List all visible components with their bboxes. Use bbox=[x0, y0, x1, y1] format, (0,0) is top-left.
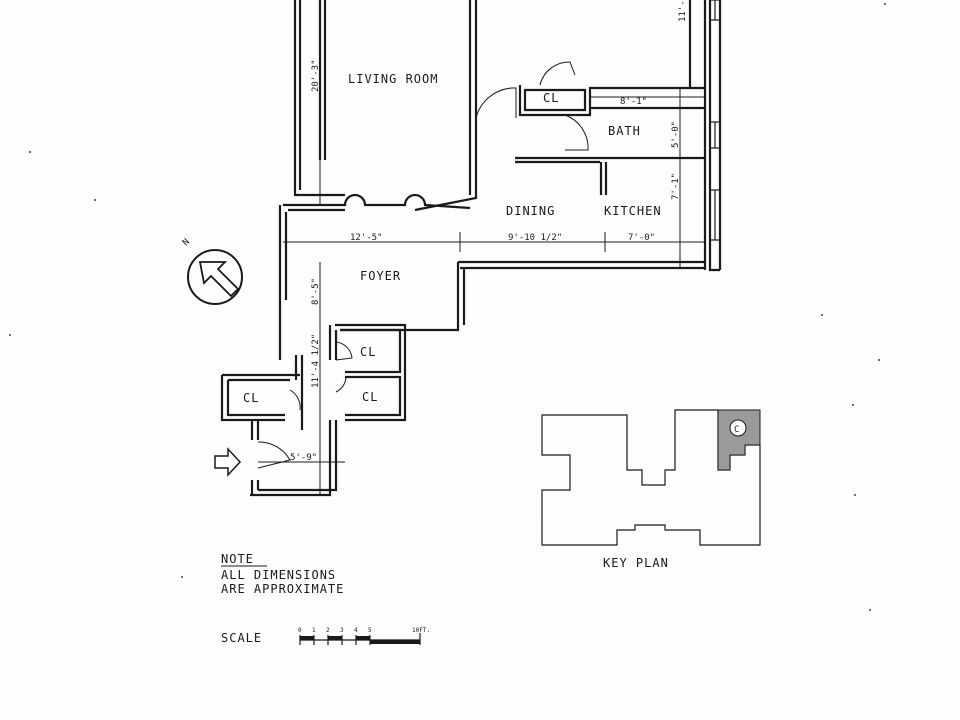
scale-tick-0: 0 bbox=[298, 627, 302, 634]
dim-foyer-length: 8'-5" bbox=[311, 278, 321, 305]
dim-top-right: 11'-1" bbox=[678, 0, 688, 22]
scale-tick-2: 2 bbox=[326, 627, 330, 634]
key-plan-unit-highlight bbox=[717, 409, 761, 471]
scan-specks bbox=[9, 3, 886, 611]
note-line2: ARE APPROXIMATE bbox=[221, 582, 344, 596]
key-plan-unit-marker: C bbox=[734, 425, 739, 435]
scale-tick-5: 5 bbox=[368, 627, 372, 634]
entry-arrow-icon bbox=[214, 447, 242, 477]
label-kitchen: KITCHEN bbox=[604, 204, 662, 218]
dim-hall-length: 11'-4 1/2" bbox=[311, 334, 321, 388]
scale-tick-1: 1 bbox=[312, 627, 316, 634]
note-heading: NOTE bbox=[221, 552, 254, 566]
dim-kitchen-width: 7'-0" bbox=[628, 233, 655, 243]
label-bath: BATH bbox=[608, 124, 641, 138]
apartment-walls bbox=[220, 0, 722, 497]
scale-label: SCALE bbox=[221, 631, 262, 645]
dim-bath-length: 5'-0" bbox=[671, 121, 681, 148]
scale-tick-4: 4 bbox=[354, 627, 358, 634]
windows bbox=[709, 0, 721, 241]
dim-living-width: 12'-5" bbox=[350, 233, 383, 243]
doors bbox=[257, 61, 589, 469]
note-line1: ALL DIMENSIONS bbox=[221, 568, 336, 582]
note-block: NOTE ALL DIMENSIONS ARE APPROXIMATE bbox=[221, 552, 344, 596]
label-closet-upper: CL bbox=[360, 345, 376, 359]
scale-tick-3: 3 bbox=[340, 627, 344, 634]
north-arrow-icon bbox=[198, 261, 240, 298]
label-foyer: FOYER bbox=[360, 269, 401, 283]
label-dining: DINING bbox=[506, 204, 555, 218]
label-closet-top: CL bbox=[543, 91, 559, 105]
scale-bar: SCALE 0 1 2 3 4 5 10FT. bbox=[221, 627, 430, 645]
dim-dining-width: 9'-10 1/2" bbox=[508, 233, 562, 243]
label-closet-entry: CL bbox=[243, 391, 259, 405]
dim-living-length: 20'-3" bbox=[311, 59, 321, 92]
dim-entry-width: 5'-9" bbox=[290, 453, 317, 463]
label-living-room: LIVING ROOM bbox=[348, 72, 438, 86]
scale-tick-10ft: 10FT. bbox=[412, 627, 430, 634]
key-plan-label: KEY PLAN bbox=[603, 556, 669, 570]
dim-kitchen-length: 7'-1" bbox=[671, 173, 681, 200]
key-plan: C KEY PLAN bbox=[541, 409, 761, 570]
north-arrow: N bbox=[181, 237, 243, 305]
dimension-lines bbox=[258, 0, 706, 495]
compass-north-label: N bbox=[181, 237, 192, 248]
label-closet-lower: CL bbox=[362, 390, 378, 404]
dim-bath-width: 8'-1" bbox=[620, 97, 647, 107]
